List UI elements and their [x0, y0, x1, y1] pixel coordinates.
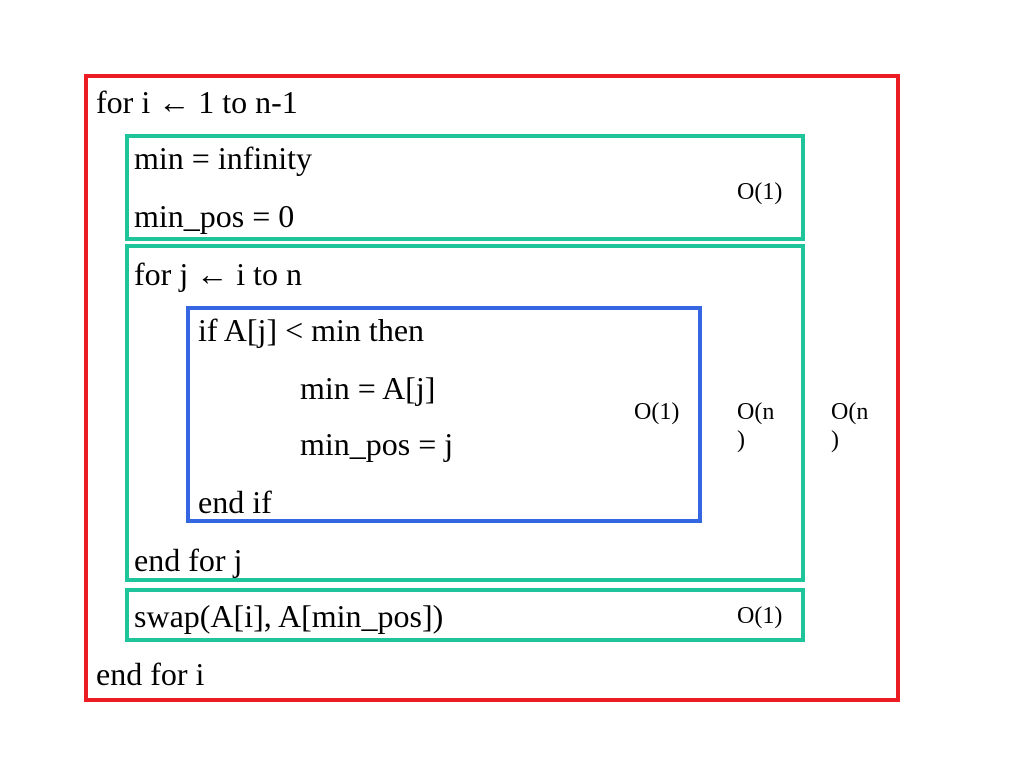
complexity-outer-loop: O(n ) [831, 399, 869, 453]
code-line-if: if A[j] < min then [198, 312, 425, 348]
complexity-init-block: O(1) [737, 179, 783, 205]
code-line-inner-for: for j ← i to n [134, 256, 302, 292]
inner-loop-box [125, 244, 805, 582]
complexity-if-block: O(1) [634, 399, 680, 425]
code-line-min-init: min = infinity [134, 140, 313, 176]
if-block-box [186, 306, 702, 523]
code-line-end-if: end if [198, 484, 272, 520]
code-line-min-pos-init: min_pos = 0 [134, 198, 295, 234]
complexity-inner-loop: O(n ) [737, 399, 775, 453]
code-line-end-for-j: end for j [134, 542, 243, 578]
code-line-assign-min-pos: min_pos = j [300, 426, 454, 462]
swap-block-box [125, 588, 805, 642]
code-line-outer-for: for i ← 1 to n-1 [96, 84, 298, 120]
code-line-end-for-i: end for i [96, 656, 205, 692]
outer-loop-box [84, 74, 900, 702]
code-line-assign-min: min = A[j] [300, 370, 436, 406]
init-block-box [125, 134, 805, 241]
complexity-swap-block: O(1) [737, 603, 783, 629]
code-line-swap: swap(A[i], A[min_pos]) [134, 598, 444, 634]
